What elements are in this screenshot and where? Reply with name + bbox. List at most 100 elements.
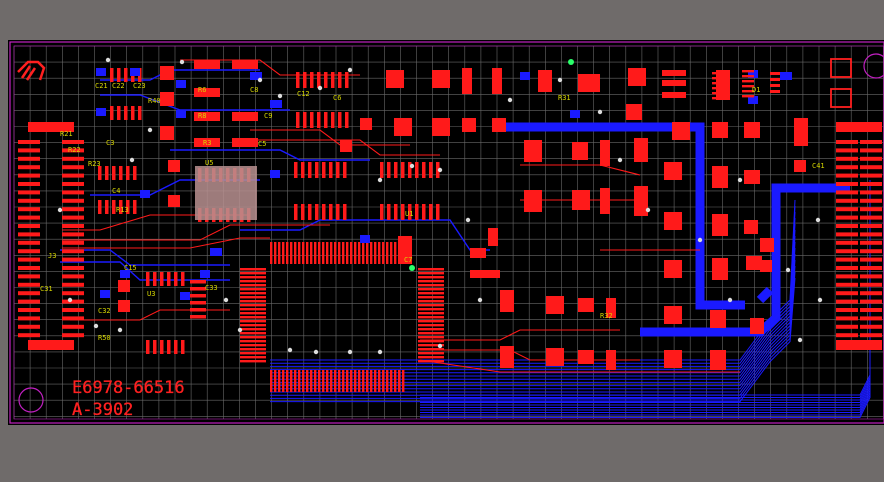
connector-right-pin — [860, 148, 882, 153]
power-pad — [710, 310, 726, 328]
power-pad — [572, 190, 590, 210]
power-pad — [432, 70, 450, 88]
connector-left-pin — [18, 324, 40, 329]
soic-pin — [415, 204, 419, 220]
power-pad — [760, 260, 772, 272]
power-pad — [744, 220, 758, 234]
connector-left-pin — [62, 266, 84, 270]
connector-right-pin — [860, 165, 882, 170]
connector-left-pin — [18, 190, 40, 195]
ic-pin — [112, 200, 116, 214]
power-pad — [578, 74, 600, 92]
qfp-bottom-pin — [290, 370, 293, 392]
power-pad — [606, 350, 616, 370]
power-pad — [606, 298, 616, 318]
qfp-top-pin — [346, 242, 349, 264]
ic-pin — [712, 87, 728, 90]
qfp-left-pin — [240, 268, 266, 271]
power-pad — [794, 160, 806, 172]
passive-pad — [232, 60, 258, 69]
ic-pin — [742, 95, 754, 98]
soic-pin — [296, 112, 300, 128]
connector-left-pin — [62, 282, 84, 287]
passive-pad — [194, 60, 220, 69]
qfp-top-pin — [386, 242, 389, 264]
selected-component-highlight[interactable] — [195, 166, 257, 220]
connector-right-pin — [860, 316, 882, 321]
soic-pin — [331, 72, 335, 88]
connector-right-pin — [860, 182, 882, 186]
board-outline — [9, 41, 884, 424]
connector-left-pin — [18, 333, 40, 338]
soic-pin — [329, 162, 333, 178]
ic-pin — [133, 200, 137, 214]
qfp-right-pin — [418, 352, 444, 355]
ic-pin — [105, 166, 109, 180]
bottom-pad — [100, 290, 110, 298]
qfp-top-pin — [278, 242, 281, 264]
power-pad — [664, 260, 682, 278]
power-pad — [664, 212, 682, 230]
qfp-bottom-pin — [390, 370, 393, 392]
power-pad — [750, 318, 764, 334]
soic-pin — [336, 204, 340, 220]
via — [437, 167, 443, 173]
qfp-right-pin — [418, 320, 444, 323]
soic-pin — [315, 162, 319, 178]
qfp-left-pin — [240, 272, 266, 275]
qfp-bottom-pin — [394, 370, 397, 392]
power-pad — [578, 350, 594, 364]
connector-left-pin — [18, 274, 40, 279]
ref-label: R40 — [148, 97, 161, 105]
ic-pin — [712, 97, 728, 100]
connector-left-pin — [18, 182, 40, 186]
connector-left-pin — [62, 333, 84, 338]
soic-pin — [380, 162, 384, 178]
qfp-top-pin — [342, 242, 345, 264]
soic-pin — [315, 204, 319, 220]
power-pad — [470, 270, 500, 278]
passive-pad — [118, 280, 130, 292]
via — [93, 323, 99, 329]
via — [437, 343, 443, 349]
soic-pin — [294, 204, 298, 220]
qfp-top-pin — [306, 242, 309, 264]
connector-left-pin — [62, 224, 84, 228]
ic-pin — [98, 200, 102, 214]
power-pad — [634, 138, 648, 162]
soic-pin — [331, 112, 335, 128]
via — [317, 85, 323, 91]
ic-pin — [153, 272, 157, 286]
connector-right-pin — [836, 140, 858, 144]
power-pad — [626, 104, 642, 120]
passive-pad — [160, 92, 174, 106]
connector-left-pin — [62, 316, 84, 321]
power-pad — [746, 256, 762, 270]
bottom-pad — [140, 190, 150, 198]
board-area — [8, 40, 884, 425]
qfp-top-pin — [374, 242, 377, 264]
ic-pin — [153, 340, 157, 354]
soic-pin — [429, 162, 433, 178]
connector-right-pin — [836, 299, 858, 304]
ref-label: R23 — [88, 160, 101, 168]
ref-label: C41 — [812, 162, 825, 170]
bottom-pad — [200, 270, 210, 278]
connector-right-pin — [860, 215, 882, 220]
connector-left-pin — [18, 173, 40, 178]
connector-left-pin — [18, 224, 40, 228]
board-logo — [17, 60, 46, 81]
via — [223, 297, 229, 303]
qfp-right-pin — [418, 328, 444, 331]
power-pad — [492, 118, 506, 132]
ref-label: C6 — [333, 94, 341, 102]
qfp-right-pin — [418, 304, 444, 307]
connector-right-pin — [836, 316, 858, 321]
power-pad — [664, 162, 682, 180]
qfp-bottom-pin — [374, 370, 377, 392]
ic-pin — [174, 340, 178, 354]
bottom-pad — [748, 96, 758, 104]
qfp-right-pin — [418, 296, 444, 299]
power-pad — [600, 140, 610, 166]
